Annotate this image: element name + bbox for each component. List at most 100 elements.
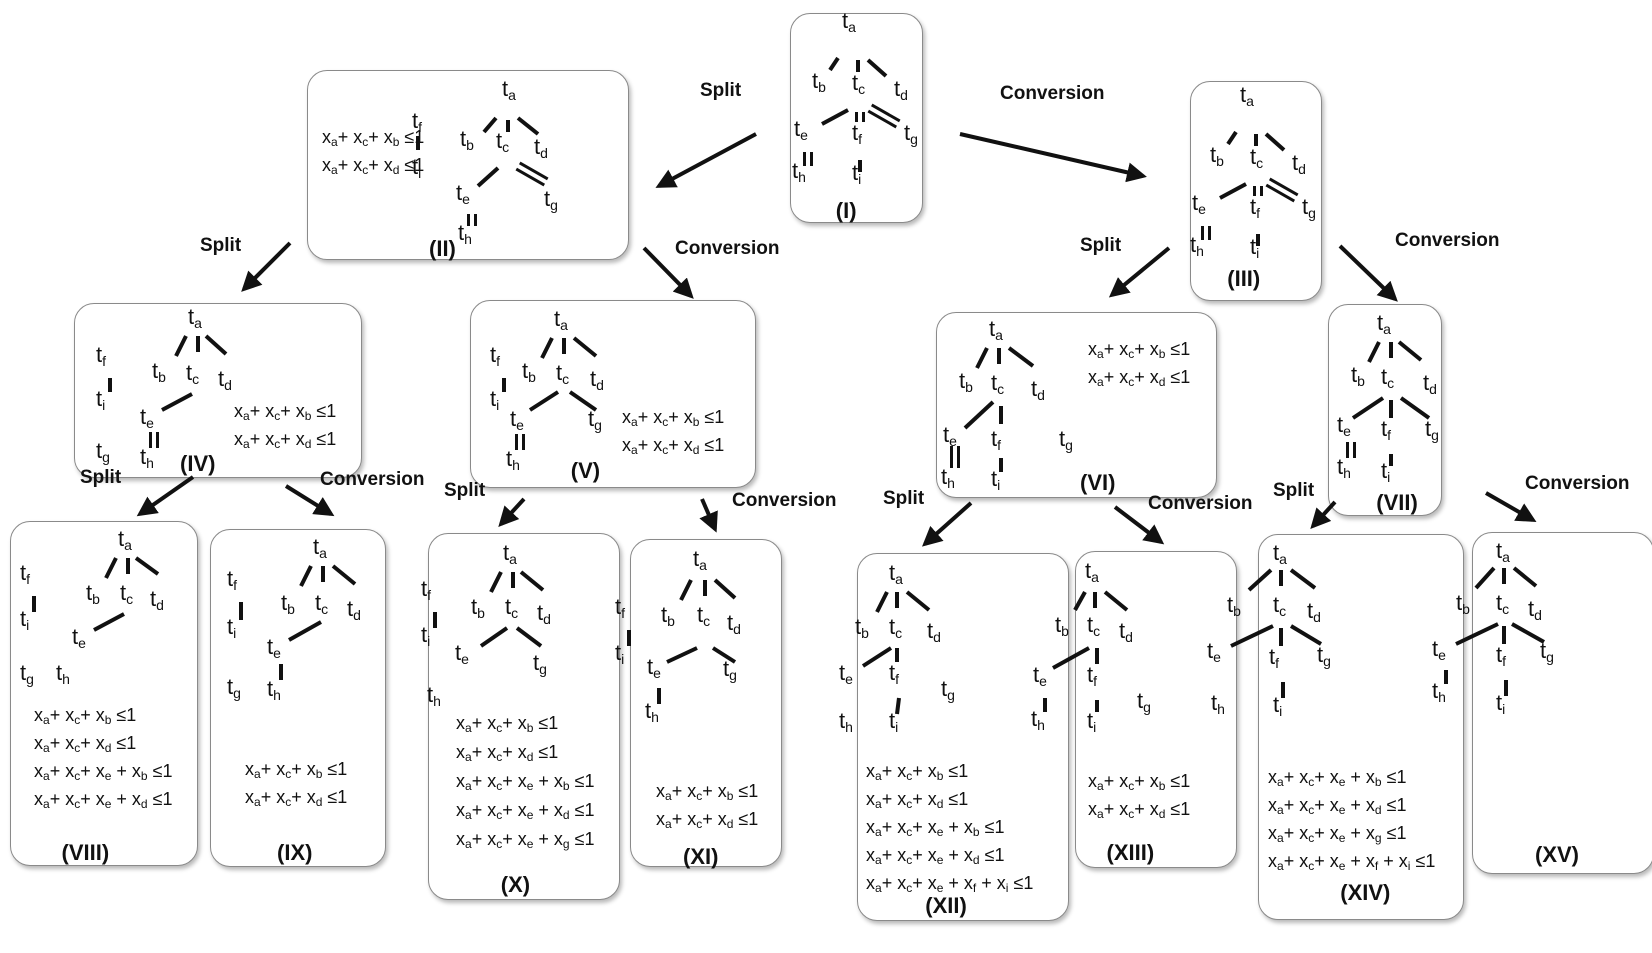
task-tg-ii: tg <box>544 186 558 213</box>
task-tf-xii: tf <box>889 660 900 687</box>
node-label-ix: (IX) <box>277 840 313 865</box>
edge-c-g-ii <box>515 167 546 187</box>
edge-label-ii-iv: Split <box>200 235 242 256</box>
edge-c-g-xv <box>1511 622 1545 644</box>
edge-a-b-xi <box>679 579 693 601</box>
edge-label-i-ii: Split <box>700 80 742 101</box>
task-ta-xi: ta <box>693 546 707 573</box>
node-box-xv <box>1472 532 1652 874</box>
task-ta-vii: ta <box>1377 310 1391 337</box>
edge-label-iv-ix: Conversion <box>320 469 425 490</box>
edge-c-g-i-second <box>870 103 901 123</box>
edge-a-b-ix <box>299 565 313 587</box>
constraint-xi-1: xa+ xc+ xb ≤1 <box>656 781 759 803</box>
task-td-xv: td <box>1528 596 1542 623</box>
constraint-x-1: xa+ xc+ xb ≤1 <box>456 713 559 735</box>
edge-c-e-v <box>528 390 560 412</box>
task-ta-xv: ta <box>1496 538 1510 565</box>
task-te-xiii: te <box>1033 662 1047 689</box>
task-tb-xv: tb <box>1456 590 1470 617</box>
task-te-xi: te <box>647 654 661 681</box>
task-ta-xiii: ta <box>1085 558 1099 585</box>
task-tg-ix: tg <box>227 674 241 701</box>
node-box-vi <box>936 312 1217 498</box>
constraint-xiii-2: xa+ xc+ xd ≤1 <box>1088 799 1191 821</box>
edge-c-e-xiv <box>1230 624 1274 648</box>
edge-a-d-x <box>519 570 545 592</box>
task-te-ii: te <box>456 180 470 207</box>
arrow-ii-iv <box>241 241 292 292</box>
edge-c-g-vii <box>1399 396 1431 420</box>
arrow-iv-viii <box>136 475 195 517</box>
edge-c-e-xii <box>861 646 893 668</box>
task-th-iv: th <box>140 444 154 471</box>
task-th-vi: th <box>941 464 955 491</box>
task-tf-xv: tf <box>1496 642 1507 669</box>
task-ta-x: ta <box>503 540 517 567</box>
edge-label-vii-xv: Conversion <box>1525 473 1630 494</box>
task-th-v: th <box>506 446 520 473</box>
edge-a-d-xiii <box>1103 590 1129 612</box>
task-tb-xii: tb <box>855 614 869 641</box>
node-label-ii: (II) <box>429 236 456 261</box>
edge-label-vi-xiii: Conversion <box>1148 493 1253 514</box>
edge-a-b-v <box>540 337 554 359</box>
task-ti-viii: ti <box>20 606 30 633</box>
task-td-i: td <box>894 76 908 103</box>
task-tg-vi: tg <box>1059 426 1073 453</box>
task-th-xiii: th <box>1031 706 1045 733</box>
edge-a-d-v <box>572 336 598 358</box>
task-tg-xiv: tg <box>1317 642 1331 669</box>
edge-c-g-iii-second <box>1268 177 1299 197</box>
task-td-iii: td <box>1292 150 1306 177</box>
task-ti-ii: ti <box>412 154 422 181</box>
task-tb-ii: tb <box>460 126 474 153</box>
task-te-vii: te <box>1337 412 1351 439</box>
arrow-i-ii <box>655 132 757 188</box>
task-tb-vi: tb <box>959 368 973 395</box>
task-ta-ix: ta <box>313 534 327 561</box>
node-box-ii <box>307 70 629 260</box>
edge-a-b-iv <box>174 335 188 357</box>
edge-a-b-vi <box>975 347 989 369</box>
task-te-vi: te <box>943 422 957 449</box>
constraint-viii-1: xa+ xc+ xb ≤1 <box>34 705 137 727</box>
constraint-xii-2: xa+ xc+ xd ≤1 <box>866 789 969 811</box>
node-box-vii <box>1328 304 1442 516</box>
constraint-x-3: xa+ xc+ xe + xb ≤1 <box>456 771 595 793</box>
edge-a-d-xiv <box>1289 568 1317 590</box>
task-tc-iii: tc <box>1250 144 1264 171</box>
node-box-x <box>428 533 620 900</box>
constraint-viii-2: xa+ xc+ xd ≤1 <box>34 733 137 755</box>
edge-c-g-x <box>515 626 543 648</box>
task-ti-xi: ti <box>615 640 625 667</box>
constraint-xiii-1: xa+ xc+ xb ≤1 <box>1088 771 1191 793</box>
node-label-vii: (VII) <box>1376 490 1418 515</box>
task-tb-viii: tb <box>86 580 100 607</box>
constraint-xii-5: xa+ xc+ xe + xf + xi ≤1 <box>866 873 1034 895</box>
task-tf-i: tf <box>852 120 863 147</box>
task-tf-viii: tf <box>20 560 31 587</box>
task-tc-x: tc <box>505 594 519 621</box>
edge-label-ii-v: Conversion <box>675 238 780 259</box>
task-tb-xiv: tb <box>1227 592 1241 619</box>
constraint-v-2: xa+ xc+ xd ≤1 <box>622 435 725 457</box>
task-tc-v: tc <box>556 360 570 387</box>
node-label-xiv: (XIV) <box>1340 880 1391 905</box>
arrow-vii-xiv <box>1310 500 1337 529</box>
constraint-xi-2: xa+ xc+ xd ≤1 <box>656 809 759 831</box>
task-th-xii: th <box>839 708 853 735</box>
edge-a-d-xii <box>905 590 931 612</box>
task-te-iii: te <box>1192 190 1206 217</box>
task-ta-xiv: ta <box>1273 540 1287 567</box>
node-box-xiii <box>1075 551 1237 868</box>
task-tb-iii: tb <box>1210 142 1224 169</box>
edge-c-e-x <box>479 626 509 648</box>
edge-a-d-i <box>866 58 888 78</box>
constraint-iv-1: xa+ xc+ xb ≤1 <box>234 401 337 423</box>
edge-a-b-ii <box>482 116 498 134</box>
task-ta-xii: ta <box>889 560 903 587</box>
task-tf-xiii: tf <box>1087 662 1098 689</box>
edge-a-d-xv <box>1512 566 1538 588</box>
